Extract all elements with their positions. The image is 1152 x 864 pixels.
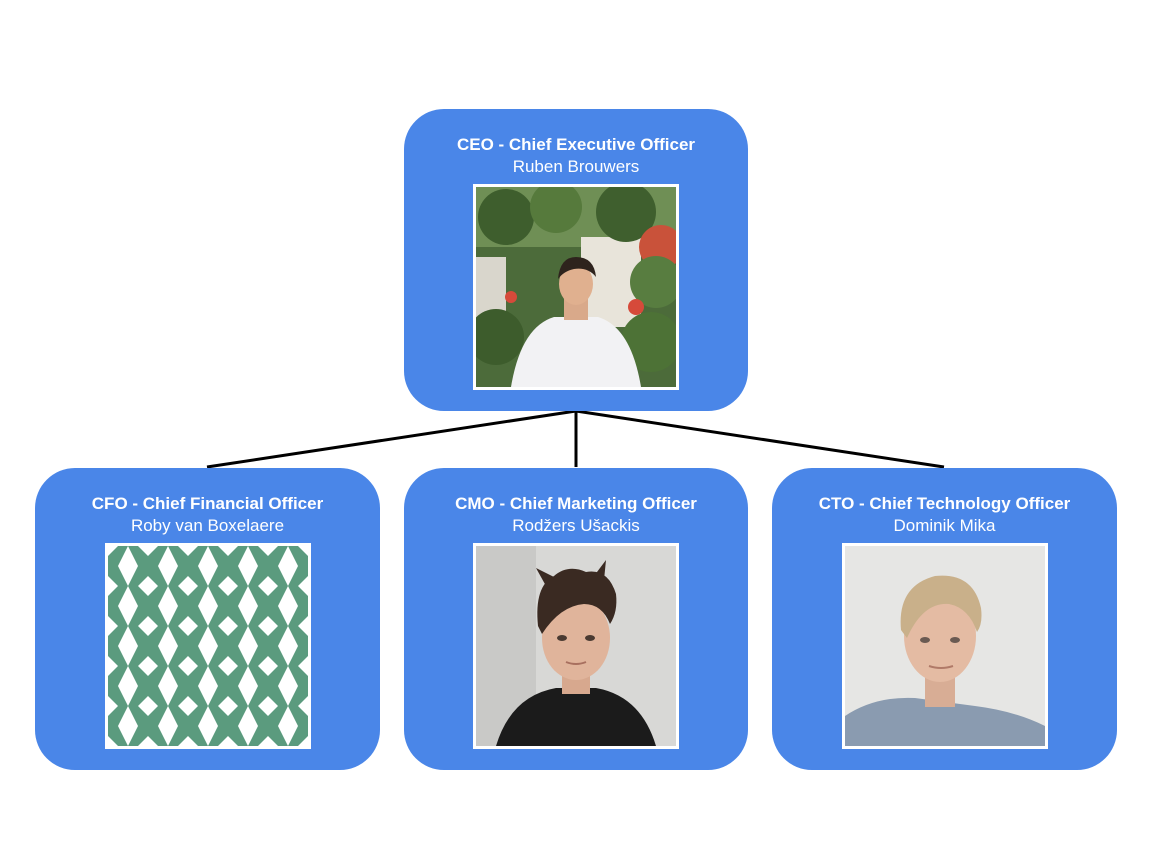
node-cmo: CMO - Chief Marketing Officer Rodžers Uš… [404,468,748,770]
cmo-photo [473,543,679,749]
node-cfo: CFO - Chief Financial Officer Roby van B… [35,468,380,770]
node-person-name: Rodžers Ušackis [512,516,640,535]
cto-photo [841,543,1048,749]
cmo-photo-image [476,546,676,746]
node-person-name: Dominik Mika [893,516,996,535]
node-person-name: Ruben Brouwers [512,157,640,176]
node-ceo: CEO - Chief Executive Officer Ruben Brou… [404,109,748,411]
connector-ceo-cfo [206,409,577,469]
node-role: CFO - Chief Financial Officer [91,494,324,513]
cfo-pattern-image [107,546,308,746]
cfo-avatar [104,543,311,749]
ceo-photo-image [476,187,676,387]
node-cto: CTO - Chief Technology Officer Dominik M… [772,468,1117,770]
cto-photo-image [844,546,1045,746]
node-role: CTO - Chief Technology Officer [818,494,1071,513]
node-role: CMO - Chief Marketing Officer [455,494,697,513]
connector-ceo-cto [575,409,945,469]
node-role: CEO - Chief Executive Officer [456,135,696,154]
node-person-name: Roby van Boxelaere [130,516,285,535]
ceo-photo [473,184,679,390]
